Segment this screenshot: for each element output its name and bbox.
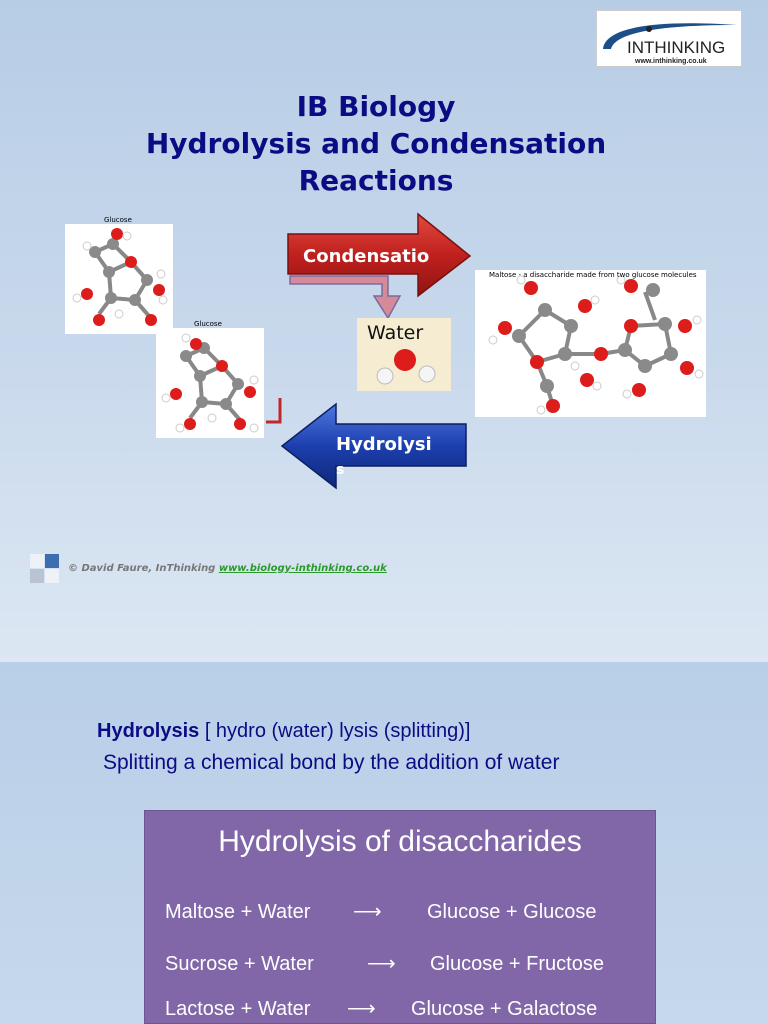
hydrolysis-label-line-2: s (336, 462, 345, 478)
hydrolysis-etymology: [ hydro (water) lysis (splitting)] (199, 720, 471, 742)
equation-left: Maltose + Water (165, 901, 311, 923)
glucose-molecule-2 (156, 328, 264, 438)
water-molecule-box: Water (357, 318, 451, 391)
decor-square (45, 554, 59, 568)
logo-url: www.inthinking.co.uk (634, 58, 707, 65)
glucose-model-1 (72, 228, 168, 326)
inthinking-logo: INTHINKING www.inthinking.co.uk (596, 10, 742, 67)
footer-credit: © David Faure, InThinking www.biology-in… (68, 563, 387, 574)
equation-right: Glucose + Fructose (430, 953, 604, 975)
glucose-molecule-1 (65, 224, 173, 334)
equation-left: Sucrose + Water (165, 953, 314, 975)
hydrolysis-term: Hydrolysis (97, 720, 200, 742)
slide-1: INTHINKING www.inthinking.co.uk IB Biolo… (0, 0, 768, 662)
glucose-label-1: Glucose (104, 216, 132, 224)
maltose-model (488, 275, 704, 415)
panel-title: Hydrolysis of disaccharides (218, 825, 582, 858)
condensation-arrow (287, 212, 472, 298)
water-label: Water (367, 322, 424, 344)
logo-brand: INTHINKING (627, 38, 725, 57)
water-molecule-icon (376, 349, 436, 385)
decor-square (45, 569, 59, 583)
glucose-label-2: Glucose (194, 320, 222, 328)
footer-credit-text: © David Faure, InThinking (68, 563, 219, 574)
hydrolysis-label-line-1: Hydrolysi (336, 434, 432, 455)
maltose-molecule: Maltose - a disaccharide made from two g… (475, 270, 706, 417)
reaction-arrow-icon: ⟶ (353, 901, 382, 923)
glucose-model-2 (161, 333, 259, 433)
disaccharide-hydrolysis-panel: Hydrolysis of disaccharides Maltose + Wa… (144, 810, 656, 1024)
reaction-arrow-icon: ⟶ (347, 998, 376, 1020)
maltose-label: Maltose - a disaccharide made from two g… (489, 271, 697, 279)
connector-bracket (266, 398, 282, 424)
hydrolysis-definition-line-1: Hydrolysis [ hydro (water) lysis (splitt… (97, 720, 470, 743)
inthinking-logo-graphic: INTHINKING www.inthinking.co.uk (603, 23, 737, 65)
footer-link[interactable]: www.biology-inthinking.co.uk (218, 563, 387, 574)
equation-right: Glucose + Galactose (411, 998, 598, 1020)
equation-left: Lactose + Water (165, 998, 311, 1020)
slide-title: IB Biology Hydrolysis and Condensation R… (60, 88, 692, 199)
hydrolysis-arrow (280, 402, 467, 490)
equation-right: Glucose + Glucose (427, 901, 597, 923)
hydrolysis-definition-line-2: Splitting a chemical bond by the additio… (103, 751, 560, 774)
title-line-2: Hydrolysis and Condensation (145, 127, 607, 160)
title-line-3: Reactions (298, 164, 454, 197)
water-release-arrow (289, 275, 402, 320)
title-line-1: IB Biology (296, 90, 456, 123)
condensation-label: Condensatio (303, 246, 430, 267)
reaction-arrow-icon: ⟶ (367, 953, 396, 975)
decor-square (30, 554, 44, 568)
decor-square (30, 569, 44, 583)
